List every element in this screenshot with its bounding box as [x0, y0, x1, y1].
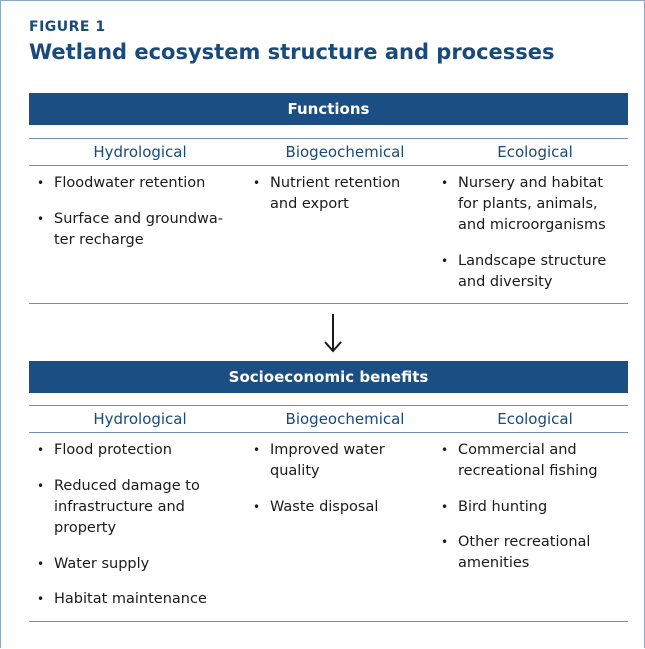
- functions-col-hydrological: Hydrological: [93, 143, 187, 161]
- bullet: •: [441, 500, 449, 514]
- benefits-subdivider: [29, 432, 628, 433]
- list-item: Reduced damage to infrastructure and pro…: [54, 478, 200, 536]
- functions-header: Functions: [29, 93, 628, 125]
- functions-divider: [29, 138, 628, 139]
- bullet: •: [37, 592, 45, 606]
- figure-title: Wetland ecosystem structure and processe…: [29, 40, 555, 64]
- figure-label: FIGURE 1: [29, 19, 106, 35]
- list-item: Nutrient retention and export: [270, 175, 401, 212]
- list-item: Water supply: [54, 556, 150, 572]
- benefits-bottom-rule: [29, 621, 628, 622]
- list-item: Commercial and recreational fishing: [458, 442, 598, 479]
- functions-bottom-rule: [29, 303, 628, 304]
- list-item: Surface and groundwa- ter recharge: [54, 211, 224, 248]
- bullet: •: [253, 443, 261, 457]
- bullet: •: [37, 443, 45, 457]
- bullet: •: [253, 176, 261, 190]
- list-item: Habitat maintenance: [54, 591, 207, 607]
- functions-subdivider: [29, 165, 628, 166]
- list-item: Nursery and habitat for plants, animals,…: [458, 175, 606, 233]
- functions-col-biogeochemical: Biogeochemical: [285, 143, 405, 161]
- bullet: •: [441, 535, 449, 549]
- bullet: •: [441, 254, 449, 268]
- bullet: •: [37, 479, 45, 493]
- list-item: Floodwater retention: [54, 175, 206, 191]
- bullet: •: [253, 500, 261, 514]
- down-arrow-icon: [324, 314, 342, 353]
- bullet: •: [441, 443, 449, 457]
- bullet: •: [37, 212, 45, 226]
- list-item: Improved water quality: [270, 442, 385, 479]
- list-item: Landscape structure and diversity: [458, 253, 607, 290]
- benefits-col-hydrological: Hydrological: [93, 410, 187, 428]
- benefits-header: Socioeconomic benefits: [29, 361, 628, 393]
- bullet: •: [37, 176, 45, 190]
- list-item: Bird hunting: [458, 499, 548, 515]
- list-item: Waste disposal: [270, 499, 379, 515]
- benefits-col-ecological: Ecological: [497, 410, 573, 428]
- functions-col-ecological: Ecological: [497, 143, 573, 161]
- benefits-col-biogeochemical: Biogeochemical: [285, 410, 405, 428]
- list-item: Other recreational amenities: [458, 534, 591, 571]
- bullet: •: [37, 557, 45, 571]
- benefits-divider: [29, 405, 628, 406]
- bullet: •: [441, 176, 449, 190]
- list-item: Flood protection: [54, 442, 172, 458]
